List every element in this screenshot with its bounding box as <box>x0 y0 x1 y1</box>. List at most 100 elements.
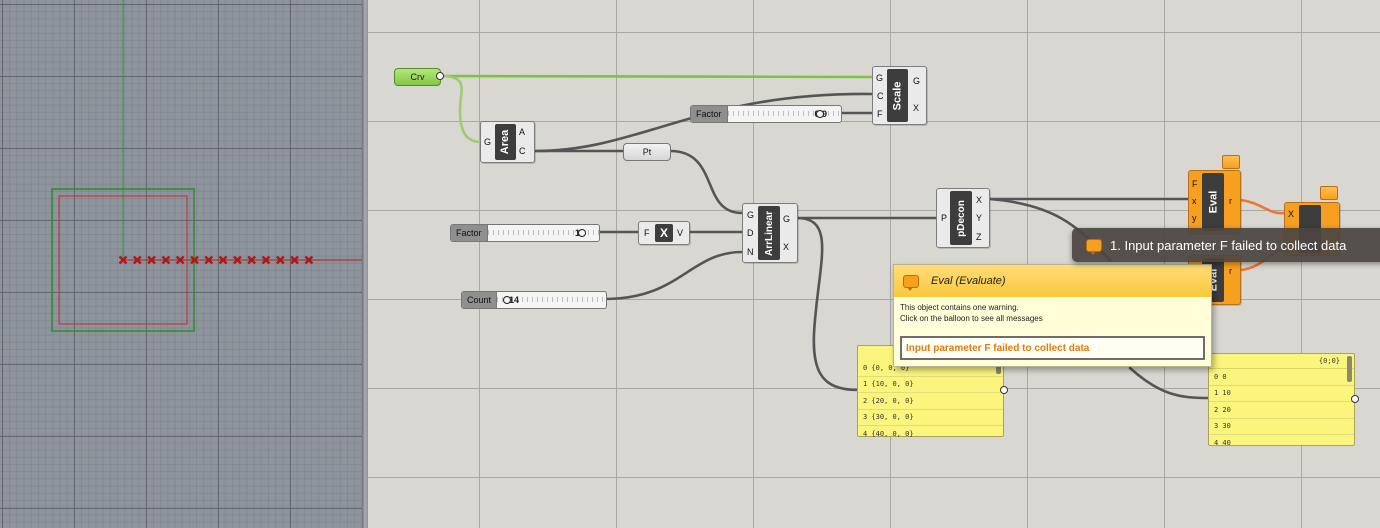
wire-arrlinear-panel <box>795 216 860 392</box>
count-slider-knob[interactable] <box>503 296 512 304</box>
wire-eval-panel <box>1128 366 1210 400</box>
factor-slider-distance[interactable]: Factor 10 <box>450 224 600 242</box>
count-slider-track[interactable]: 14 <box>497 292 606 308</box>
panel-row: 0 {0, 0, 0} <box>858 360 1003 377</box>
eval-input-y[interactable]: y <box>1192 213 1197 223</box>
wire-crv-scale <box>438 74 874 79</box>
point-marker <box>190 255 199 265</box>
wire-count-arrlinear <box>603 250 744 301</box>
scale-input-g[interactable]: G <box>876 73 884 83</box>
factor-slider-scale[interactable]: Factor 0.9 <box>690 105 842 123</box>
point-marker <box>275 255 285 265</box>
eval-tooltip-warning[interactable]: Input parameter F failed to collect data <box>900 336 1205 360</box>
wire-area-scale-c <box>534 92 874 153</box>
arrlinear-input-g[interactable]: G <box>747 210 755 220</box>
eval-tooltip-line2: Click on the balloon to see all messages <box>900 314 1043 323</box>
eval-2-output-r[interactable]: r <box>1229 266 1232 276</box>
arrlinear-input-n[interactable]: N <box>747 247 754 257</box>
viewport-geometry <box>51 0 366 332</box>
wire-crv-area <box>438 74 483 144</box>
point-marker <box>261 255 271 265</box>
area-component[interactable]: G Area A C <box>480 121 535 163</box>
points-panel-output-grip[interactable] <box>1000 386 1008 394</box>
scale-output-x[interactable]: X <box>913 103 920 113</box>
arrlinear-output-g[interactable]: G <box>783 214 791 224</box>
factor-slider-distance-track[interactable]: 10 <box>487 225 599 241</box>
scale-component-title: Scale <box>887 69 908 122</box>
point-marker <box>218 255 228 265</box>
pt-param[interactable]: Pt <box>623 143 671 161</box>
count-slider-label: Count <box>462 292 498 308</box>
pdecon-output-y[interactable]: Y <box>976 213 983 223</box>
point-marker <box>233 255 242 265</box>
arrlinear-output-x[interactable]: X <box>783 242 790 252</box>
eval-component[interactable]: F x y Eval r <box>1188 170 1241 234</box>
arrlinear-component-title: ArrLinear <box>758 206 780 260</box>
factor-slider-distance-label: Factor <box>451 225 488 241</box>
factor-slider-scale-track[interactable]: 0.9 <box>727 106 841 122</box>
eval-input-x[interactable]: x <box>1192 196 1197 206</box>
area-output-a[interactable]: A <box>519 127 526 137</box>
area-output-c[interactable]: C <box>519 146 526 156</box>
panel-row: 4 40 <box>1214 438 1231 447</box>
eval-tooltip-title: Eval (Evaluate) <box>931 275 1006 287</box>
point-marker <box>247 255 257 265</box>
scale-component[interactable]: G C F Scale G X <box>872 66 927 125</box>
factor-slider-distance-knob[interactable] <box>577 229 586 237</box>
eval-tooltip: Eval (Evaluate) This object contains one… <box>893 264 1212 367</box>
mult-input-f[interactable]: F <box>644 228 650 238</box>
pdecon-output-z[interactable]: Z <box>976 232 982 242</box>
point-marker <box>132 255 142 265</box>
panel-row: 2 20 <box>1209 402 1354 419</box>
warning-balloon-text: 1. Input parameter F failed to collect d… <box>1110 237 1347 253</box>
point-marker <box>147 255 156 265</box>
eval-tooltip-line1: This object contains one warning. <box>900 303 1019 312</box>
panel-row: 2 {20, 0, 0} <box>858 393 1003 410</box>
crv-output-grip[interactable] <box>436 72 444 80</box>
numbers-panel[interactable]: {0;0} 0 0 1 10 2 20 3 30 4 40 <box>1208 353 1355 447</box>
right-component-warning-icon[interactable] <box>1320 186 1338 200</box>
eval-input-f[interactable]: F <box>1192 179 1198 189</box>
warning-balloon-icon <box>1086 238 1102 255</box>
right-component-input-x[interactable]: X <box>1288 209 1295 219</box>
point-marker <box>290 255 299 265</box>
eval-tooltip-header: Eval (Evaluate) <box>894 265 1211 297</box>
viewport-divider[interactable] <box>362 0 368 528</box>
eval-component-title: Eval <box>1202 173 1224 231</box>
area-input-g[interactable]: G <box>484 137 492 147</box>
numbers-panel-output-grip[interactable] <box>1351 395 1359 403</box>
scale-output-g[interactable]: G <box>913 76 921 86</box>
pdecon-component[interactable]: P pDecon X Y Z <box>936 188 990 248</box>
scale-input-f[interactable]: F <box>877 109 883 119</box>
panel-row: 1 10 <box>1209 386 1354 402</box>
point-marker <box>304 255 314 265</box>
point-markers <box>118 255 314 265</box>
wire-eval-right <box>1239 198 1286 215</box>
factor-slider-scale-label: Factor <box>691 106 728 122</box>
eval-output-r[interactable]: r <box>1229 196 1232 206</box>
area-component-title: Area <box>495 124 516 160</box>
crv-param[interactable]: Crv <box>394 68 441 86</box>
multiplication-component[interactable]: F X V <box>638 221 690 245</box>
eval-warning-balloon-icon[interactable] <box>1222 155 1240 169</box>
mult-output-v[interactable]: V <box>677 228 684 238</box>
point-marker <box>175 255 185 265</box>
count-slider[interactable]: Count 14 <box>461 291 607 309</box>
warning-balloon-tooltip[interactable]: 1. Input parameter F failed to collect d… <box>1072 228 1380 262</box>
panel-row: 0 0 <box>1209 369 1354 386</box>
arrlinear-component[interactable]: G D N ArrLinear G X <box>742 203 798 263</box>
numbers-panel-scrollbar[interactable] <box>1347 356 1352 382</box>
wire-pt-arrlinear <box>668 149 744 215</box>
arrlinear-input-d[interactable]: D <box>747 228 754 238</box>
pdecon-output-x[interactable]: X <box>976 195 983 205</box>
warning-balloon-icon[interactable] <box>903 274 919 291</box>
scale-input-c[interactable]: C <box>877 91 884 101</box>
pdecon-input-p[interactable]: P <box>941 213 948 223</box>
rhino-viewport[interactable] <box>0 0 366 528</box>
factor-slider-scale-knob[interactable] <box>815 110 824 118</box>
panel-row: 3 30 <box>1209 419 1354 435</box>
panel-row: 1 {10, 0, 0} <box>858 377 1003 393</box>
point-marker <box>204 255 214 265</box>
pdecon-component-title: pDecon <box>950 191 972 245</box>
